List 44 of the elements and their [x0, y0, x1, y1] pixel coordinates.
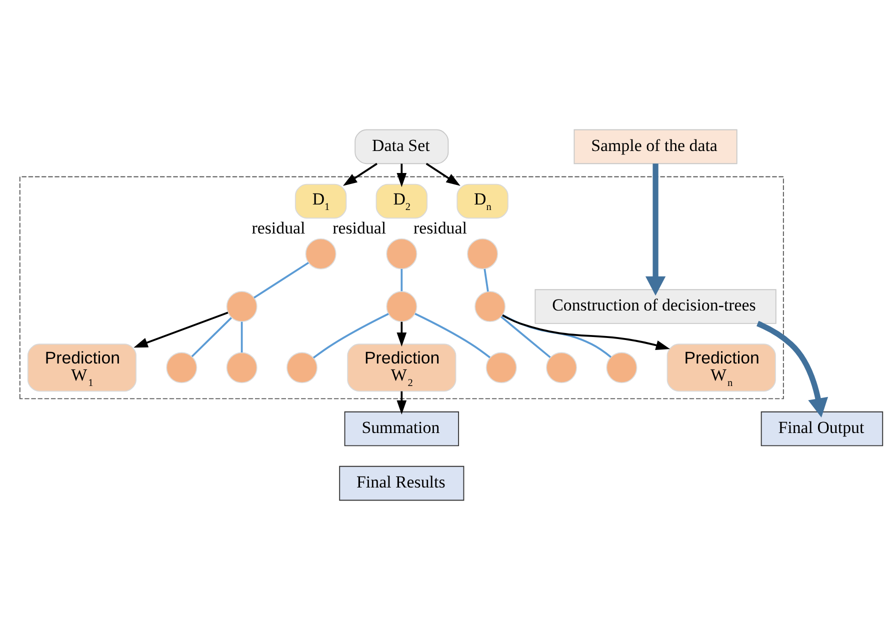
node-circle — [286, 352, 318, 383]
node-label: residual — [332, 218, 386, 238]
connector — [414, 312, 490, 358]
connector — [502, 314, 612, 358]
node-box: Data Set — [354, 128, 449, 164]
node-box: D$_{n}$ — [456, 183, 508, 218]
arrow — [396, 163, 407, 187]
cluster — [19, 176, 784, 399]
node-circle — [166, 352, 198, 383]
node-label: residual — [413, 218, 467, 238]
node-circle — [305, 238, 336, 269]
node-circle — [486, 352, 517, 383]
node-box: Final Results — [339, 465, 464, 500]
node-box: Prediction W$_{n}$ — [666, 343, 776, 392]
connector — [191, 316, 232, 357]
node-box: Construction of decision-trees — [534, 288, 776, 324]
arrow — [134, 311, 228, 348]
arrow — [502, 314, 670, 350]
node-box: Summation — [344, 410, 460, 446]
arrow — [756, 320, 828, 417]
node-box: D$_{2}$ — [376, 183, 428, 218]
connector — [484, 268, 489, 292]
arrow — [396, 321, 407, 346]
node-circle — [386, 290, 418, 322]
connector — [400, 268, 403, 291]
node-box: Prediction W$_{1}$ — [27, 343, 136, 392]
arrow — [645, 163, 666, 296]
connector — [312, 312, 389, 358]
node-circle — [546, 352, 578, 383]
node-circle — [467, 238, 498, 269]
node-box: D$_{1}$ — [294, 183, 347, 218]
node-label: residual — [252, 218, 306, 238]
node-circle — [606, 352, 638, 383]
node-box: Final Output — [760, 410, 884, 446]
node-circle — [474, 290, 506, 322]
connector — [254, 261, 309, 298]
node-circle — [386, 238, 418, 269]
connector — [500, 316, 551, 358]
arrow — [396, 390, 407, 414]
node-circle — [226, 352, 258, 383]
node-circle — [226, 290, 258, 322]
node-box: Prediction W$_{2}$ — [347, 343, 456, 392]
node-box: Sample of the data — [574, 128, 738, 164]
connector — [240, 321, 243, 352]
